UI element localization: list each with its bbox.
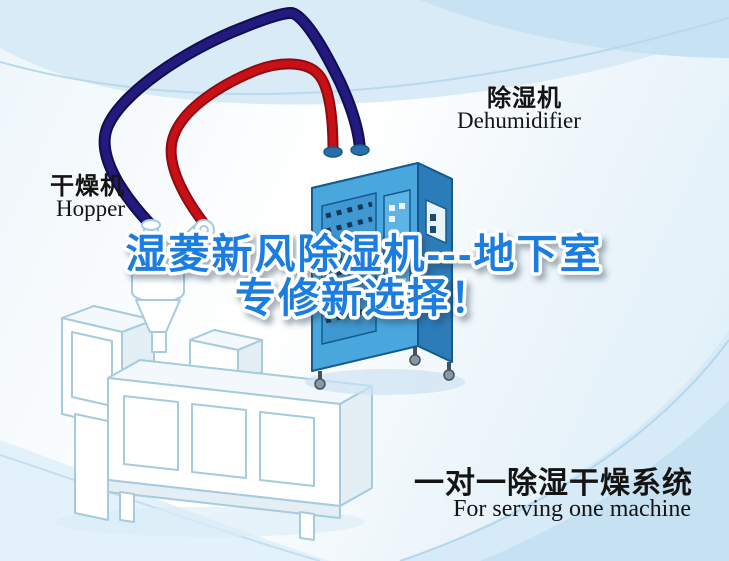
dehumidifier-shadow bbox=[305, 369, 465, 395]
dehumidifier-label-cn: 除湿机 bbox=[487, 85, 562, 112]
dehumidifier-machine-illustration bbox=[305, 162, 465, 395]
headline: 湿菱新风除湿机---地下室 专修新选择！ bbox=[122, 228, 604, 325]
pipe-connectors bbox=[141, 144, 370, 241]
dehumidifier-label-en: Dehumidifier bbox=[457, 108, 581, 133]
control-panel bbox=[383, 189, 411, 307]
side-panel bbox=[425, 198, 447, 245]
footer-caption-cn: 一对一除湿干燥系统 bbox=[414, 467, 693, 500]
navy-pipe bbox=[98, 6, 366, 230]
headline-line1: 湿菱新风除湿机---地下室 bbox=[126, 231, 603, 277]
caster-wheels bbox=[314, 347, 455, 390]
red-pipe bbox=[165, 58, 339, 232]
hopper-label-cn: 干燥机 bbox=[50, 173, 125, 200]
headline-line2: 专修新选择！ bbox=[235, 275, 493, 321]
footer-caption-en: For serving one machine bbox=[453, 496, 691, 522]
hopper-label-en: Hopper bbox=[56, 196, 125, 221]
vent-grille bbox=[321, 192, 377, 345]
